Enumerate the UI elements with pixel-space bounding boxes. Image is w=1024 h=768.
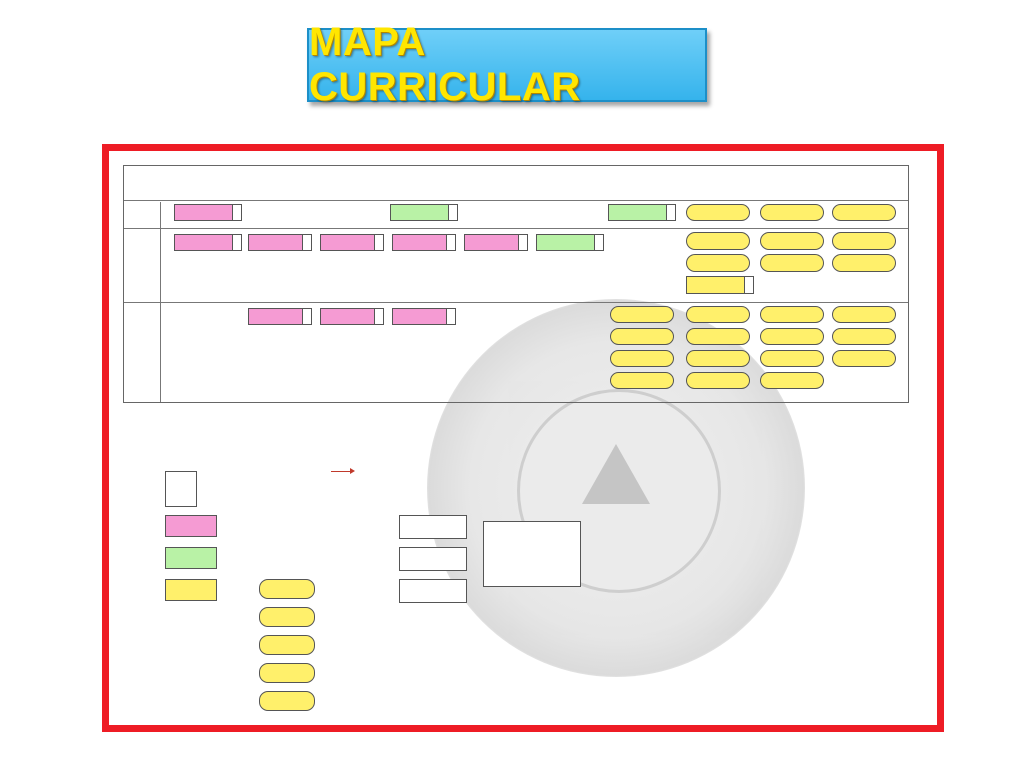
slide-title-box: MAPA CURRICULAR — [307, 20, 707, 109]
course-box — [248, 234, 312, 251]
legend-box-elective — [165, 579, 217, 601]
course-box — [832, 328, 896, 345]
course-box — [760, 328, 824, 345]
course-box — [760, 204, 824, 221]
table-divider — [124, 200, 908, 201]
elective-option — [259, 635, 315, 655]
course-box — [832, 254, 896, 272]
course-box — [174, 204, 242, 221]
slide-title: MAPA CURRICULAR — [309, 20, 581, 109]
table-divider — [124, 228, 908, 229]
elective-option — [259, 691, 315, 711]
course-box — [760, 350, 824, 367]
course-box — [610, 328, 674, 345]
course-box — [320, 234, 384, 251]
block-box — [399, 547, 467, 571]
course-box — [392, 234, 456, 251]
block-box — [399, 515, 467, 539]
course-box — [608, 204, 676, 221]
row-label-divider — [160, 202, 161, 402]
course-box — [760, 232, 824, 250]
legend-box-template — [165, 471, 197, 507]
course-box — [686, 254, 750, 272]
legend-box-basic — [165, 515, 217, 537]
seal-pyramid-icon — [582, 444, 650, 504]
elective-option — [259, 607, 315, 627]
course-box — [832, 306, 896, 323]
table-divider — [124, 302, 908, 303]
course-box — [610, 372, 674, 389]
course-box — [686, 204, 750, 221]
course-box — [174, 234, 242, 251]
legend-box-advanced — [165, 547, 217, 569]
course-box — [686, 328, 750, 345]
course-box — [832, 350, 896, 367]
course-box — [760, 306, 824, 323]
elective-option — [259, 663, 315, 683]
legend-arrow-icon — [331, 468, 355, 474]
course-box — [686, 232, 750, 250]
course-box — [390, 204, 458, 221]
course-box — [320, 308, 384, 325]
course-box — [392, 308, 456, 325]
course-box — [610, 350, 674, 367]
course-box — [536, 234, 604, 251]
course-box — [832, 232, 896, 250]
course-box — [464, 234, 528, 251]
course-box — [760, 254, 824, 272]
curriculum-map-table — [123, 165, 909, 403]
course-box — [686, 350, 750, 367]
course-box — [248, 308, 312, 325]
curriculum-map-frame — [102, 144, 944, 732]
course-box — [686, 276, 754, 294]
course-box — [686, 306, 750, 323]
course-box — [760, 372, 824, 389]
course-box — [686, 372, 750, 389]
elective-option — [259, 579, 315, 599]
course-box — [610, 306, 674, 323]
block-box — [399, 579, 467, 603]
course-box — [832, 204, 896, 221]
credits-summary-box — [483, 521, 581, 587]
